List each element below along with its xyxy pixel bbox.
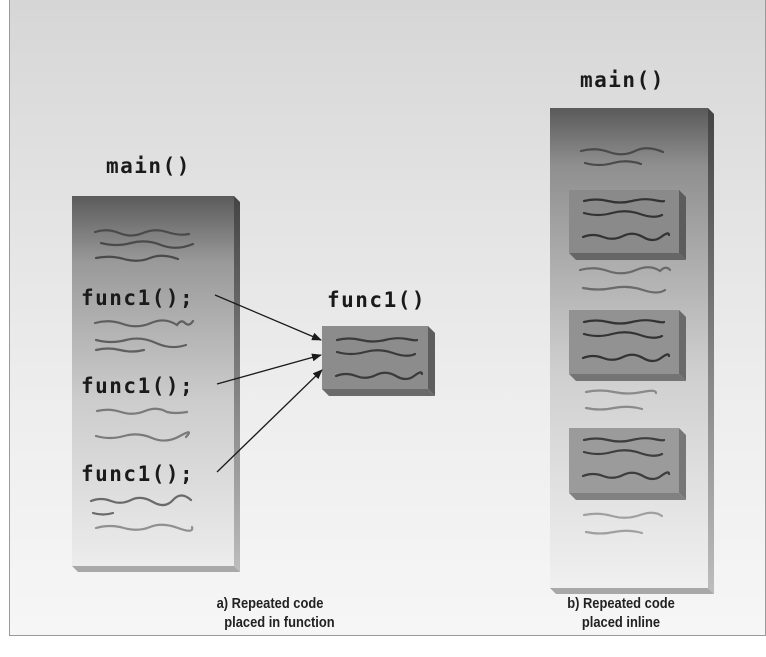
right-caption-line-1: b) Repeated code [567, 595, 675, 612]
call-arrows [214, 294, 323, 473]
left-code-squiggles [89, 229, 195, 532]
right-main-title: main() [580, 68, 665, 92]
right-code-squiggles [578, 147, 672, 535]
func1-title: func1() [327, 288, 427, 312]
left-call-1: func1(); [81, 286, 195, 310]
left-call-2: func1(); [81, 374, 195, 398]
func1-block [322, 326, 435, 396]
left-caption-line-2: placed in function [224, 614, 335, 631]
right-caption-line-2: placed inline [581, 614, 661, 631]
left-caption-line-1: a) Repeated code [216, 595, 324, 612]
left-main-title: main() [106, 154, 191, 178]
left-call-3: func1(); [81, 462, 195, 486]
right-caption: b) Repeated code placed inline [548, 594, 694, 632]
left-caption: a) Repeated code placed in function [193, 594, 348, 632]
